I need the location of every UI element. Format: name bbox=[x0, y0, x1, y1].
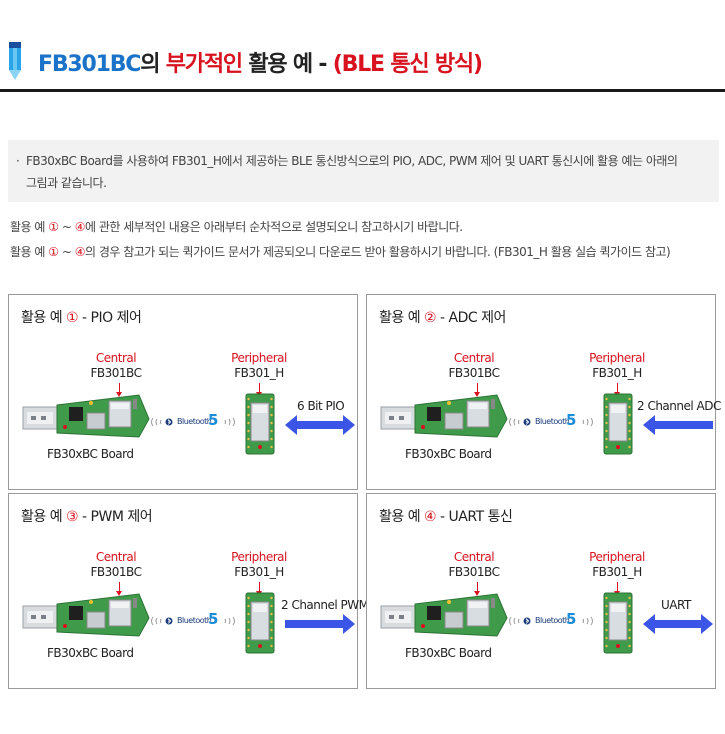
board-label: FB30xBC Board bbox=[405, 447, 492, 461]
central-label: Central FB301BC bbox=[90, 550, 142, 579]
note-box: ·FB30xBC Board를 사용하여 FB301_H에서 제공하는 BLE … bbox=[8, 140, 719, 202]
signal-waves-icon bbox=[582, 616, 593, 626]
signal-waves-icon bbox=[224, 616, 235, 626]
fb301-h-module-image bbox=[603, 393, 633, 455]
note-line-2: 그림과 같습니다. bbox=[26, 176, 107, 190]
title-underline bbox=[0, 89, 725, 92]
pencil-icon bbox=[9, 42, 21, 80]
bluetooth-5-logo: Bluetooth 5 bbox=[507, 610, 602, 630]
panel-title: 활용 예 ① - PIO 제어 bbox=[21, 310, 142, 326]
description-line-2: 활용 예 ① ~ ④의 경우 참고가 되는 퀵가이드 문서가 제공되오니 다운로… bbox=[10, 245, 671, 259]
usage-example-3-panel: 활용 예 ③ - PWM 제어 Central FB301BC Peripher… bbox=[8, 493, 369, 689]
peripheral-label: Peripheral FB301_H bbox=[589, 550, 645, 579]
peripheral-label: Peripheral FB301_H bbox=[231, 351, 287, 380]
section-header: FB301BC의 부가적인 활용 예 - (BLE 통신 방식) bbox=[0, 36, 725, 92]
panel-title: 활용 예 ③ - PWM 제어 bbox=[21, 509, 153, 525]
panel-title: 활용 예 ② - ADC 제어 bbox=[379, 310, 506, 326]
signal-waves-icon bbox=[582, 417, 593, 427]
central-pointer bbox=[116, 582, 122, 596]
usb-dongle-board-image bbox=[380, 394, 508, 438]
usb-dongle-board-image bbox=[22, 593, 150, 637]
usage-example-1-panel: 활용 예 ① - PIO 제어 Central FB301BC Peripher… bbox=[8, 294, 358, 490]
bluetooth-5-logo: Bluetooth 5 bbox=[149, 610, 244, 630]
peripheral-label: Peripheral FB301_H bbox=[589, 351, 645, 380]
central-pointer bbox=[474, 582, 480, 596]
peripheral-label: Peripheral FB301_H bbox=[231, 550, 287, 579]
signal-waves-icon bbox=[509, 616, 531, 626]
central-label: Central FB301BC bbox=[448, 550, 500, 579]
usb-dongle-board-image bbox=[380, 593, 508, 637]
data-direction-arrow bbox=[643, 614, 713, 634]
interface-label: 6 Bit PIO bbox=[297, 399, 345, 413]
fb301-h-module-image bbox=[603, 592, 633, 654]
signal-waves-icon bbox=[151, 417, 173, 427]
signal-waves-icon bbox=[224, 417, 235, 427]
board-label: FB30xBC Board bbox=[405, 646, 492, 660]
bluetooth-5-logo: Bluetooth 5 bbox=[507, 411, 602, 431]
board-label: FB30xBC Board bbox=[47, 646, 134, 660]
bluetooth-5-logo: Bluetooth 5 bbox=[149, 411, 244, 431]
usage-example-2-panel: 활용 예 ② - ADC 제어 Central FB301BC Peripher… bbox=[366, 294, 721, 490]
description-line-1: 활용 예 ① ~ ④에 관한 세부적인 내용은 아래부터 순차적으로 설명되오니… bbox=[10, 220, 463, 234]
central-pointer bbox=[116, 383, 122, 397]
page-title: FB301BC의 부가적인 활용 예 - (BLE 통신 방식) bbox=[38, 52, 483, 77]
panel-title: 활용 예 ④ - UART 통신 bbox=[379, 509, 513, 525]
central-label: Central FB301BC bbox=[448, 351, 500, 380]
board-label: FB30xBC Board bbox=[47, 447, 134, 461]
central-pointer bbox=[474, 383, 480, 397]
data-direction-arrow bbox=[285, 415, 355, 435]
usage-example-4-panel: 활용 예 ④ - UART 통신 Central FB301BC Periphe… bbox=[366, 493, 716, 689]
data-direction-arrow bbox=[643, 415, 713, 435]
note-line-1: FB30xBC Board를 사용하여 FB301_H에서 제공하는 BLE 통… bbox=[26, 154, 678, 168]
interface-label: UART bbox=[661, 598, 691, 612]
interface-label: 2 Channel ADC bbox=[637, 399, 721, 413]
data-direction-arrow bbox=[285, 614, 355, 634]
central-label: Central FB301BC bbox=[90, 351, 142, 380]
usb-dongle-board-image bbox=[22, 394, 150, 438]
fb301-h-module-image bbox=[245, 393, 275, 455]
interface-label: 2 Channel PWM bbox=[281, 598, 369, 612]
signal-waves-icon bbox=[509, 417, 531, 427]
fb301-h-module-image bbox=[245, 592, 275, 654]
signal-waves-icon bbox=[151, 616, 173, 626]
